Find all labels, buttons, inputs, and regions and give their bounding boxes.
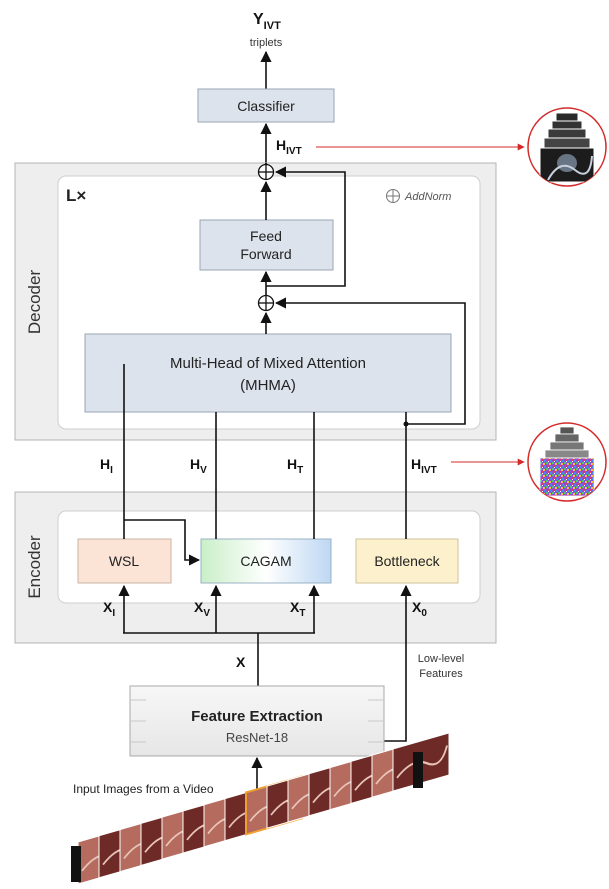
film-sprocket-right	[413, 752, 423, 788]
wsl-to-cagam	[124, 519, 201, 566]
classifier-block	[197, 88, 335, 123]
bottleneck-block	[355, 538, 459, 584]
top-feature-pyramid-icon	[527, 107, 607, 187]
film-sprocket-left	[71, 846, 81, 882]
video-frames-strip	[71, 732, 450, 885]
x-t-label: XT	[290, 599, 305, 619]
decoder-side-label: Decoder	[25, 270, 44, 335]
h-ivt-top-label: HIVT	[276, 137, 302, 157]
cagam-block	[200, 538, 332, 584]
classifier-label: Classifier	[237, 98, 295, 114]
cagam-label: CAGAM	[240, 553, 291, 569]
low-level-path	[384, 584, 412, 742]
wsl-label: WSL	[109, 553, 140, 569]
bottleneck-label: Bottleneck	[374, 553, 440, 569]
h-i-label: HI	[100, 456, 113, 476]
residual-mhma	[274, 297, 466, 425]
mhma-label-line1: Multi-Head of Mixed Attention	[170, 355, 366, 372]
x-i-label: XI	[103, 599, 115, 619]
low-level-label-line1: Low-level	[418, 653, 464, 665]
output-caption: triplets	[250, 37, 283, 49]
feature-extraction-subtitle: ResNet-18	[226, 730, 288, 745]
residual-ff	[266, 166, 346, 287]
x-v-label: XV	[194, 599, 210, 619]
x-0-label: X0	[412, 599, 427, 619]
addnorm-mid-icon	[257, 294, 275, 312]
encoder-side-label: Encoder	[25, 535, 44, 599]
input-caption: Input Images from a Video	[73, 782, 214, 796]
feature-extraction-block	[129, 685, 385, 757]
addnorm-top-icon	[257, 163, 275, 181]
feed-forward-label-line1: Feed	[250, 228, 282, 244]
addnorm-legend-label: AddNorm	[404, 191, 451, 203]
x-label: X	[236, 654, 246, 670]
output-label: YIVT	[253, 11, 281, 32]
mid-feature-pyramid-icon	[527, 422, 607, 502]
mhma-block	[84, 333, 452, 413]
feature-extraction-title: Feature Extraction	[191, 708, 323, 725]
h-t-label: HT	[287, 456, 303, 476]
mhma-label-line2: (MHMA)	[240, 377, 296, 394]
h-v-label: HV	[190, 456, 207, 476]
low-level-label-line2: Features	[419, 668, 463, 680]
h-ivt-mid-label: HIVT	[411, 456, 437, 476]
feed-forward-block	[199, 219, 334, 271]
decoder-repeat-label: L×	[66, 186, 86, 205]
wsl-block	[77, 538, 172, 584]
feature-extraction-ticks	[130, 699, 384, 743]
addnorm-legend: AddNorm	[386, 189, 451, 203]
feed-forward-label-line2: Forward	[240, 246, 291, 262]
